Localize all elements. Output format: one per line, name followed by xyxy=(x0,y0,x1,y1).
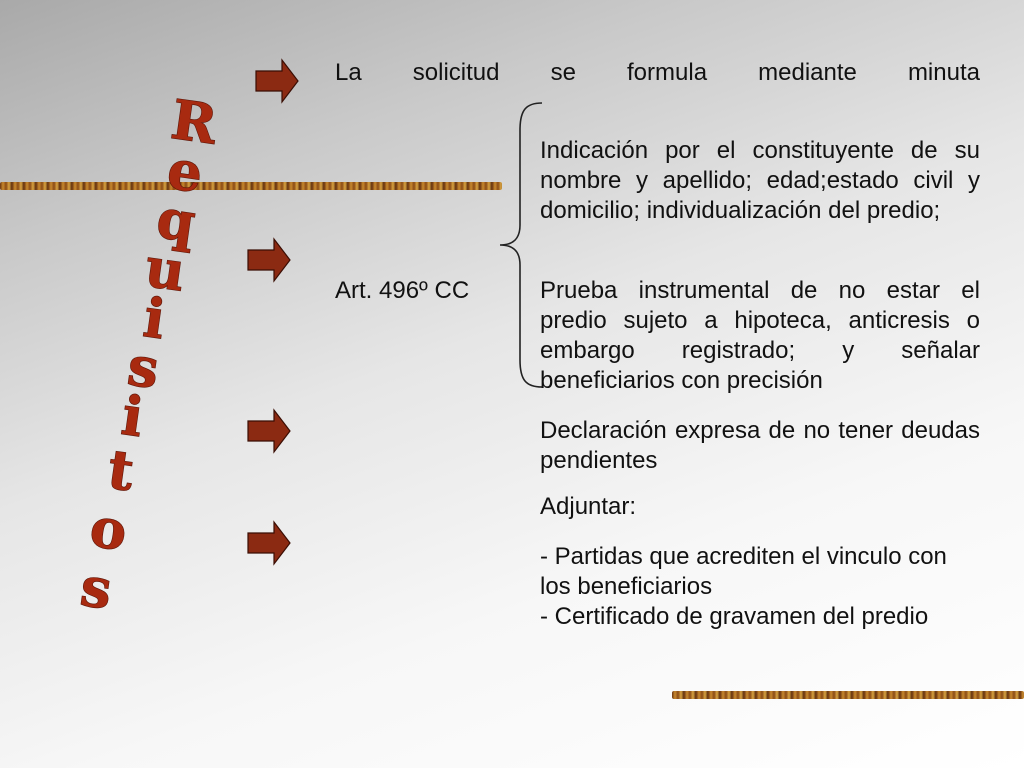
title-letter-9: s xyxy=(77,554,116,622)
word: se xyxy=(550,59,576,86)
word: formula xyxy=(627,59,708,86)
article-label: Art. 496º CC xyxy=(335,277,470,304)
arrow-right-icon xyxy=(246,408,292,454)
attachment-partidas: - Partidas que acrediten el vinculo con … xyxy=(540,543,947,600)
attachment-certificado: - Certificado de gravamen del predio xyxy=(540,603,929,630)
arrow-right-icon xyxy=(254,58,300,104)
arrow-right-icon xyxy=(246,520,292,566)
decorative-rope-bottom xyxy=(672,691,1024,699)
first-line: La solicitud se formula mediante minuta xyxy=(335,58,980,88)
vertical-title-requisitos: R e q u i s i t o s xyxy=(76,84,238,674)
item-debt-declaration: Declaración expresa de no tener deudas p… xyxy=(540,417,980,474)
title-letter-0: R xyxy=(167,87,221,157)
word: mediante xyxy=(758,59,857,86)
item-identification: Indicación por el constituyente de su no… xyxy=(540,137,980,224)
arrow-right-icon xyxy=(246,237,292,283)
item-attach-heading: Adjuntar: xyxy=(540,493,637,520)
decorative-rope-top xyxy=(0,182,502,190)
title-letter-8: o xyxy=(86,495,131,563)
title-letter-2: q xyxy=(153,186,199,255)
title-letter-3: u xyxy=(141,235,189,304)
word: minuta xyxy=(907,59,980,86)
word: solicitud xyxy=(412,59,500,86)
title-letter-7: t xyxy=(104,437,138,504)
vertical-title-svg: R e q u i s i t o s xyxy=(76,86,222,622)
brace-icon xyxy=(496,100,546,390)
item-instrumental-proof: Prueba instrumental de no estar el predi… xyxy=(540,277,980,394)
word: La xyxy=(335,59,362,86)
